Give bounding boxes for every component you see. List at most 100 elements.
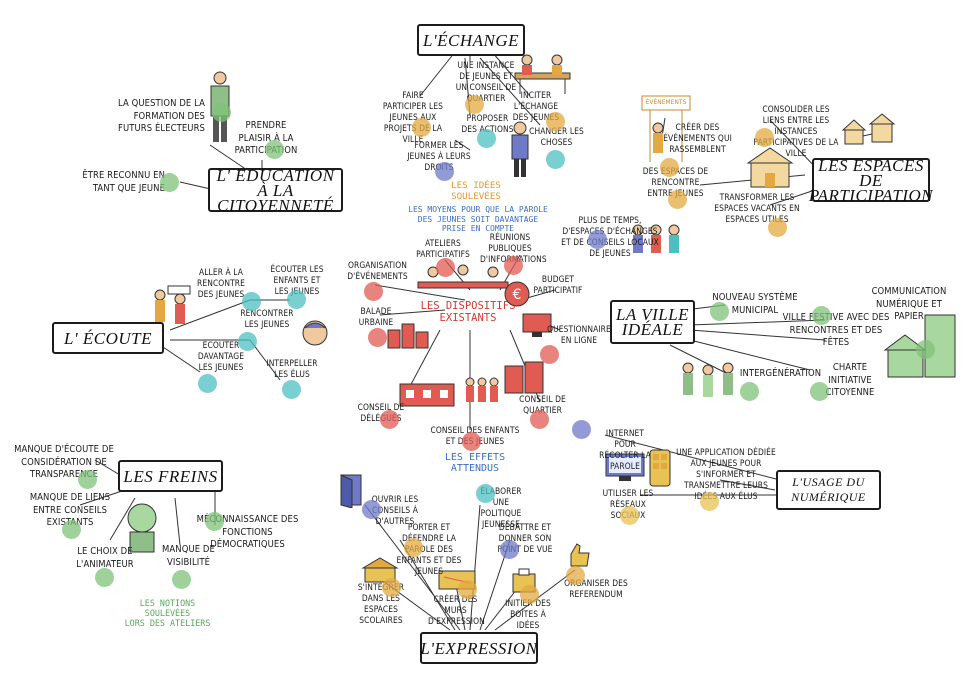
label-integrer: S'INTÉGRER DANS LES ESPACES SCOLAIRES <box>357 582 405 625</box>
illustration-table-meeting <box>514 54 571 94</box>
label-charte: CHARTE INITIATIVE CITOYENNE <box>825 362 875 398</box>
dot-teal <box>476 484 495 503</box>
dot-purple <box>572 420 591 439</box>
illustration-group-children <box>465 377 499 402</box>
computer-screen-icon <box>605 453 645 481</box>
dot-orange <box>465 95 484 114</box>
dot-orange <box>458 580 477 599</box>
dot-orange <box>382 578 401 597</box>
banner-expression: L'EXPRESSION <box>420 632 538 664</box>
dot-red <box>540 345 559 364</box>
label-reconnu: ÊTRE RECONNU EN TANT QUE JEUNE <box>82 170 165 194</box>
illustration-school-building <box>399 383 455 407</box>
label-balade: BALADE URBAINE <box>358 306 394 327</box>
label-creer-evenements: CRÉER DES ÉVÉNEMENTS QUI RASSEMBLENT <box>663 122 732 154</box>
dot-red <box>436 258 455 277</box>
label-nouveau-systeme: NOUVEAU SYSTÈME MUNICIPAL <box>712 292 798 316</box>
label-questionnaire: QUESTIONNAIRE EN LIGNE <box>547 324 611 345</box>
svg-text:€: € <box>513 287 522 303</box>
dot-green <box>810 382 829 401</box>
dot-red <box>368 328 387 347</box>
label-communication: COMMUNICATION NUMÉRIQUE ET PAPIER <box>871 286 947 322</box>
dot-green <box>95 568 114 587</box>
illustration-face-listening <box>302 320 328 346</box>
banner-ecoute: L' ÉCOUTE <box>52 322 164 354</box>
label-budget: BUDGET PARTICIPATIF <box>533 274 583 295</box>
illustration-quartier-buildings <box>504 361 544 394</box>
label-changer: CHANGER LES CHOSES <box>529 126 584 147</box>
dot-orange <box>668 190 687 209</box>
dot-teal <box>198 374 217 393</box>
label-aller: ALLER À LA RENCONTRE DES JEUNES <box>197 267 245 299</box>
evenements-sign-text: ÉVÉNEMENTS <box>645 98 687 106</box>
label-debattre: DÉBATTRE ET DONNER SON POINT DE VUE <box>497 522 553 554</box>
label-ville-festive: VILLE FESTIVE AVEC DES RENCONTRES ET DES… <box>782 312 890 348</box>
dot-green <box>740 382 759 401</box>
dot-red <box>462 432 481 451</box>
dot-green <box>172 570 191 589</box>
dot-red <box>504 256 523 275</box>
euro-icon: € <box>504 281 530 307</box>
illustration-evenements-sign <box>641 95 691 162</box>
dot-green <box>62 520 81 539</box>
dot-orange <box>755 128 774 147</box>
illustration-house-vacant <box>746 147 794 188</box>
dot-purple <box>500 540 519 559</box>
label-faire-participer: FAIRE PARTICIPER LES JEUNES AUX PROJETS … <box>382 90 444 144</box>
dot-green <box>160 173 179 192</box>
door-open-icon <box>340 474 362 508</box>
illustration-intergeneration <box>682 362 734 397</box>
dot-orange <box>546 112 565 131</box>
dot-orange <box>768 218 787 237</box>
label-choix-animateur: LE CHOIX DE L'ANIMATEUR <box>76 546 134 570</box>
dot-red <box>364 282 383 301</box>
dot-green <box>212 103 231 122</box>
dot-teal <box>238 332 257 351</box>
label-manque-visibilite: MANQUE DE VISIBILITÉ <box>162 544 215 568</box>
illustration-person-phone <box>511 121 529 177</box>
label-meconnaissance: MÉCONNAISSANCE DES FONCTIONS DÉMOCRATIQU… <box>196 514 299 550</box>
dot-teal <box>287 290 306 309</box>
dot-green <box>710 302 729 321</box>
label-rencontrer: RENCONTRER LES JEUNES <box>240 308 294 329</box>
dot-orange <box>404 538 423 557</box>
label-inciter: INCITER L'ÉCHANGE DES JEUNES <box>512 90 560 122</box>
dot-orange <box>660 158 679 177</box>
label-ecouter-davantage: ÉCOUTER DAVANTAGE LES JEUNES <box>197 340 245 372</box>
smartphone-icon <box>649 449 671 487</box>
label-intergeneration: INTERGÉNÉRATION <box>739 368 822 379</box>
dot-purple <box>435 162 454 181</box>
dot-purple <box>588 230 607 249</box>
label-consolider: CONSOLIDER LES LIENS ENTRE LES INSTANCES… <box>753 104 839 158</box>
dot-gold <box>700 492 719 511</box>
label-application: UNE APPLICATION DÉDIÉE AUX JEUNES POUR S… <box>676 447 776 501</box>
label-internet: INTERNET POUR RÉCOLTER LA PAROLE <box>599 428 651 471</box>
label-organisation: ORGANISATION D'ÉVÉNEMENTS <box>347 260 408 281</box>
label-manque-ecoute: MANQUE D'ÉCOUTE DE CONSIDÉRATION DE TRAN… <box>14 444 114 480</box>
banner-freins: LES FREINS <box>118 460 223 492</box>
label-plus-temps: PLUS DE TEMPS, D'ESPACES D'ÉCHANGES ET D… <box>561 215 659 258</box>
dot-green <box>205 512 224 531</box>
dot-gold <box>620 506 639 525</box>
label-referendum: ORGANISER DES REFERENDUM <box>564 578 628 599</box>
label-transformer: TRANSFORMER LES ESPACES VACANTS EN ESPAC… <box>714 192 800 224</box>
dot-teal <box>477 129 496 148</box>
illustration-city-walk <box>387 323 429 349</box>
label-ouvrir: OUVRIR LES CONSEILS À D'AUTRES <box>371 494 419 526</box>
illustration-school-scolaire <box>361 557 399 583</box>
banner-echange: L'ÉCHANGE <box>417 24 525 56</box>
dot-teal <box>242 292 261 311</box>
dot-purple <box>362 500 381 519</box>
label-ateliers: ATELIERS PARTICIPATIFS <box>416 238 470 259</box>
dot-red <box>530 410 549 429</box>
illustration-houses-linked <box>841 113 896 145</box>
label-creer-murs: CRÉER DES MURS D'EXPRESSION <box>428 594 485 626</box>
illustration-ateliers-table <box>417 264 509 289</box>
